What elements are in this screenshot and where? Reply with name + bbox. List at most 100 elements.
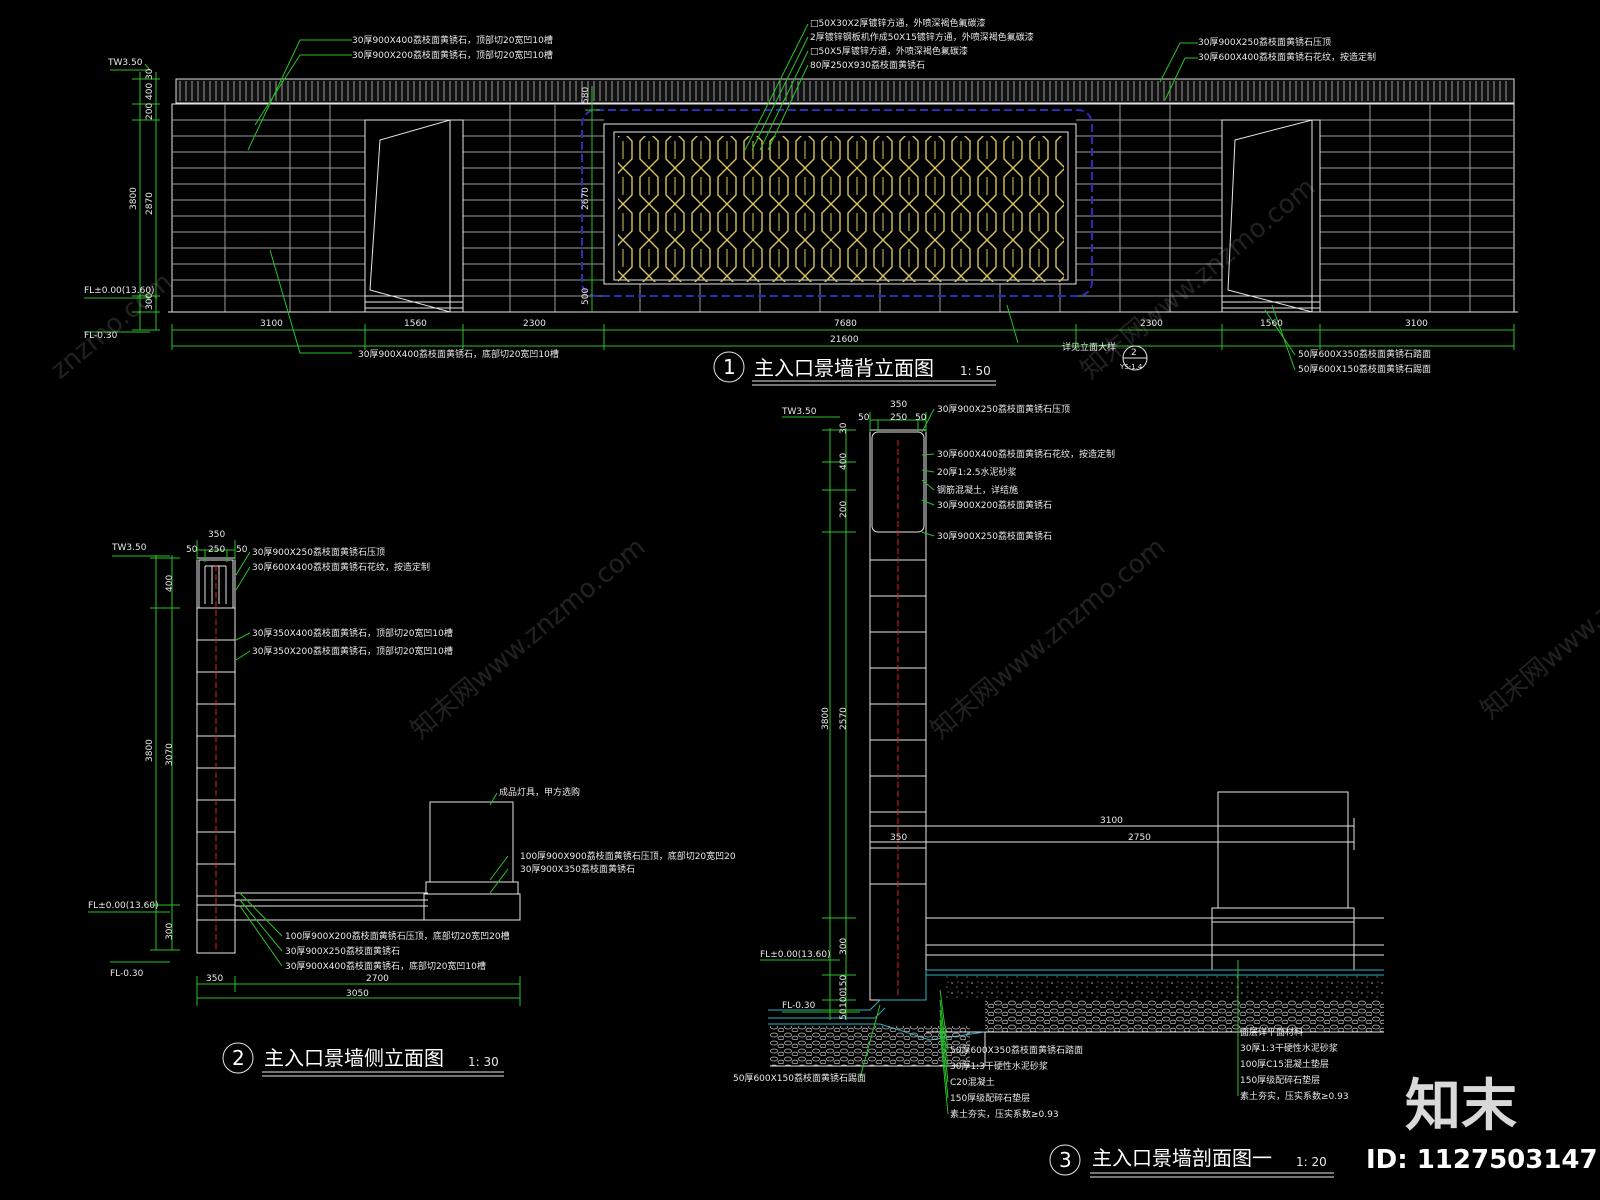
elev-note-bl: 30厚900X400荔枝面黄锈石，底部切20宽凹10槽 [358, 348, 559, 360]
elev-note-tc-1: □50X30X2厚镀锌方通，外喷深褐色氟碳漆 [810, 17, 985, 29]
elev-level-fl-low: FL-0.30 [84, 331, 118, 341]
sec-concrete-layer [945, 976, 1384, 1000]
v3-title: 主入口景墙剖面图一 [1092, 1146, 1272, 1170]
v1-scale: 1: 50 [960, 364, 991, 378]
sec-step-gravel [770, 1026, 970, 1066]
sec-note-top-4: 钢筋混凝土，详结施 [937, 484, 1018, 496]
elev-ref-sheet: YS-1.4 [1119, 363, 1143, 371]
elev-decorative-screen [618, 136, 1064, 282]
elev-note-tr-1: 30厚900X250荔枝面黄锈石压顶 [1198, 36, 1331, 48]
side-lamp-base [425, 881, 519, 895]
sec-topdim-50b: 50 [915, 413, 927, 423]
side-level-marks [88, 555, 170, 963]
side-level-fl: FL±0.00(13.60) [88, 901, 159, 911]
side-note-low-1: 100厚900X200荔枝面黄锈石压顶，底部切20宽凹20槽 [285, 930, 510, 942]
sec-topdim-250: 250 [890, 413, 907, 423]
side-topdim-50b: 50 [236, 545, 248, 555]
elev-note-br-1: 50厚600X350荔枝面黄锈石踏面 [1298, 348, 1431, 360]
elev-note-tc-3: □50X5厚镀锌方通，外喷深褐色氟碳漆 [810, 45, 968, 57]
sec-level-fl: FL±0.00(13.60) [760, 950, 831, 960]
sec-note-right-2: 30厚1:3干硬性水泥砂浆 [1240, 1042, 1338, 1054]
side-lamp-pedestal [423, 893, 521, 921]
watermark-1: znzmo.com [45, 267, 178, 385]
elev-note-tr-2: 30厚600X400荔枝面黄锈石花纹，按造定制 [1198, 51, 1376, 63]
sec-lamp-pedestal [1211, 921, 1355, 971]
v2-title-underline [262, 1071, 504, 1077]
elev-step-right [1222, 295, 1320, 309]
sec-slab [926, 917, 1384, 956]
side-cap-pattern [204, 565, 227, 604]
watermark-4: 知末网www.znzmo.com [1075, 172, 1321, 385]
sec-level-top: TW3.50 [781, 407, 817, 417]
elev-ref-num: 2 [1131, 348, 1137, 358]
sec-hdim-3100: 3100 [1100, 816, 1123, 826]
sec-note-right-1: 面层详平面材料 [1240, 1026, 1303, 1038]
side-note-2: 30厚600X400荔枝面黄锈石花纹，按造定制 [252, 561, 430, 573]
sec-note-mid-3: C20混凝土 [950, 1076, 995, 1088]
sec-lamp-body [1217, 791, 1349, 909]
v2-scale: 1: 30 [468, 1055, 499, 1069]
elev-hdim-6: 1560 [1260, 319, 1283, 329]
elev-hdim-3: 2300 [523, 319, 546, 329]
side-topdim-250: 250 [208, 545, 225, 555]
sec-leaders [859, 408, 1239, 1115]
watermark-3: 知末网www.znzmo.com [925, 532, 1171, 745]
elev-vdim-2870: 2870 [145, 192, 155, 215]
elev-horiz-dim-ticks [171, 324, 1515, 350]
side-level-top: TW3.50 [111, 543, 147, 553]
elev-note-bc: 详见立面大样 [1062, 341, 1116, 353]
sec-topdim-350: 350 [890, 400, 907, 410]
sec-vdim-2570: 2570 [839, 707, 849, 730]
sec-vdim-100: 100 [839, 991, 849, 1008]
side-bdim-2700: 2700 [366, 974, 389, 984]
side-bdim-3050: 3050 [346, 989, 369, 999]
sec-paving-layer [926, 969, 1384, 976]
view1-elevation [84, 23, 1518, 386]
side-note-low-3: 30厚900X400荔枝面黄锈石，底部切20宽凹10槽 [285, 960, 486, 972]
elev-vdim-300: 300 [145, 293, 155, 310]
side-lamp-body [429, 801, 514, 883]
brand-id: ID: 1127503147 [1366, 1145, 1598, 1175]
elev-hdim-5: 2300 [1140, 319, 1163, 329]
elev-panel-frame-outer [603, 123, 1077, 285]
sec-note-mid-5: 素土夯实，压实系数≥0.93 [950, 1108, 1059, 1120]
elev-coping [175, 78, 1515, 104]
v1-title: 主入口景墙背立面图 [754, 356, 934, 380]
elev-vdim-2670: 2670 [581, 187, 591, 210]
elev-niche-left-slant [369, 119, 451, 313]
side-note-low-2: 30厚900X250荔枝面黄锈石 [285, 945, 400, 957]
sec-vdim-300: 300 [839, 938, 849, 955]
elev-note-tc-4: 80厚250X930荔枝面黄锈石 [810, 59, 925, 71]
v1-title-num: 1 [723, 355, 736, 379]
v2-title-num: 2 [232, 1046, 245, 1070]
sec-gravel-layer [985, 1000, 1384, 1032]
sec-note-right-4: 150厚级配碎石垫层 [1240, 1074, 1320, 1086]
elev-total-dim: 21600 [830, 335, 859, 345]
sec-vdim-400: 400 [839, 453, 849, 470]
view2-side-elevation [88, 540, 521, 1077]
sec-note-mid-2: 30厚1:3干硬性水泥砂浆 [950, 1060, 1048, 1072]
side-leaders [235, 551, 509, 967]
sec-level-fl-low: FL-0.30 [782, 1001, 816, 1011]
elev-vdim-200: 200 [145, 103, 155, 120]
sec-note-top-5: 30厚900X200荔枝面黄锈石 [937, 499, 1052, 511]
sec-note-mid-4: 150厚级配碎石垫层 [950, 1092, 1030, 1104]
elev-note-br-2: 50厚600X150荔枝面黄锈石踢面 [1298, 363, 1431, 375]
side-vert-dims [150, 555, 180, 951]
elev-vdim-400: 400 [145, 83, 155, 100]
side-base [197, 892, 520, 954]
elev-hdim-1: 3100 [260, 319, 283, 329]
elev-horiz-dim-line [172, 329, 1514, 347]
v3-title-bubble [1049, 1144, 1081, 1176]
elev-step-left [365, 295, 463, 309]
side-topdim-50a: 50 [186, 545, 198, 555]
sec-top-dims [869, 412, 927, 432]
sec-note-right-3: 100厚C15混凝土垫层 [1240, 1058, 1329, 1070]
v3-title-underline [1090, 1172, 1334, 1178]
side-vdim-3070: 3070 [165, 743, 175, 766]
sec-vdim-30: 30 [839, 422, 849, 434]
elev-vdim-3800: 3800 [129, 187, 139, 210]
side-vdim-400: 400 [165, 575, 175, 592]
elev-level-marks [84, 63, 152, 333]
